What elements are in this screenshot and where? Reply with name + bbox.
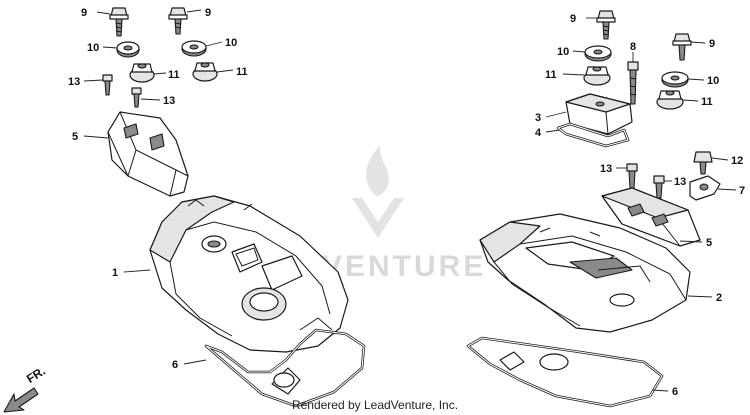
- arrow-down-left-icon: [3, 387, 39, 413]
- callout-1: 1: [112, 267, 118, 279]
- callout-6: 6: [172, 359, 178, 371]
- callout-8: 8: [630, 41, 636, 53]
- watermark-logo: VENTURE: [322, 145, 486, 283]
- callout-11: 11: [701, 96, 713, 108]
- callout-labels: 9 9 10 10 11 11 13 13 5 1 6 9 9 10 10 8 …: [68, 7, 745, 398]
- leader-lines: [83, 9, 737, 392]
- grommet-11-right-a: [583, 66, 611, 86]
- callout-10: 10: [225, 37, 237, 49]
- callout-13: 13: [600, 163, 612, 175]
- callout-11: 11: [545, 69, 557, 81]
- washer-10-left-b: [181, 40, 207, 57]
- heat-shield-5-left: [107, 111, 189, 197]
- callout-10: 10: [707, 75, 719, 87]
- bolt-9-left-a: [109, 7, 129, 37]
- grommet-11-left-a: [129, 63, 155, 83]
- bolt-12: [693, 151, 713, 175]
- gasket-6-right: [466, 336, 664, 408]
- breather-gasket-4: [556, 122, 630, 148]
- flame-v-logo-icon: [352, 145, 404, 238]
- callout-10: 10: [557, 46, 569, 58]
- callout-9: 9: [81, 7, 87, 19]
- washer-10-left-a: [116, 41, 140, 58]
- callout-5: 5: [706, 237, 712, 249]
- bolt-9-left-b: [168, 7, 188, 35]
- bolt-13-left-b: [131, 87, 142, 108]
- bolt-13-right-b: [653, 175, 665, 199]
- bolt-13-left-a: [102, 74, 113, 96]
- footer-credit: Rendered by LeadVenture, Inc.: [291, 398, 459, 412]
- bolt-9-right-a: [596, 10, 616, 40]
- callout-5: 5: [72, 131, 78, 143]
- callout-9: 9: [205, 7, 211, 19]
- breather-cover-3: [565, 93, 633, 135]
- clamp-7: [689, 175, 721, 201]
- callout-3: 3: [535, 112, 541, 124]
- grommet-11-left-b: [192, 62, 218, 82]
- bolt-8: [627, 61, 639, 105]
- washer-10-right-a: [584, 45, 612, 62]
- callout-7: 7: [739, 185, 745, 197]
- callout-13: 13: [163, 95, 175, 107]
- heat-shield-5-right: [601, 187, 701, 247]
- callout-11: 11: [236, 66, 248, 78]
- callout-10: 10: [87, 42, 99, 54]
- callout-13: 13: [674, 176, 686, 188]
- callout-6: 6: [672, 386, 678, 398]
- callout-9: 9: [570, 13, 576, 25]
- callout-12: 12: [731, 155, 743, 167]
- callout-13: 13: [68, 76, 80, 88]
- grommet-11-right-b: [656, 90, 684, 110]
- callout-4: 4: [535, 127, 542, 139]
- watermark-text: VENTURE: [322, 250, 486, 283]
- gasket-6-left: [204, 328, 366, 408]
- bolt-9-right-b: [672, 33, 692, 61]
- cylinder-head-cover-2: [479, 213, 691, 333]
- callout-11: 11: [168, 69, 180, 81]
- cylinder-head-cover-1: [149, 195, 349, 353]
- callout-2: 2: [716, 292, 722, 304]
- callout-9: 9: [709, 38, 715, 50]
- washer-10-right-b: [661, 71, 689, 88]
- bolt-13-right-a: [626, 163, 638, 189]
